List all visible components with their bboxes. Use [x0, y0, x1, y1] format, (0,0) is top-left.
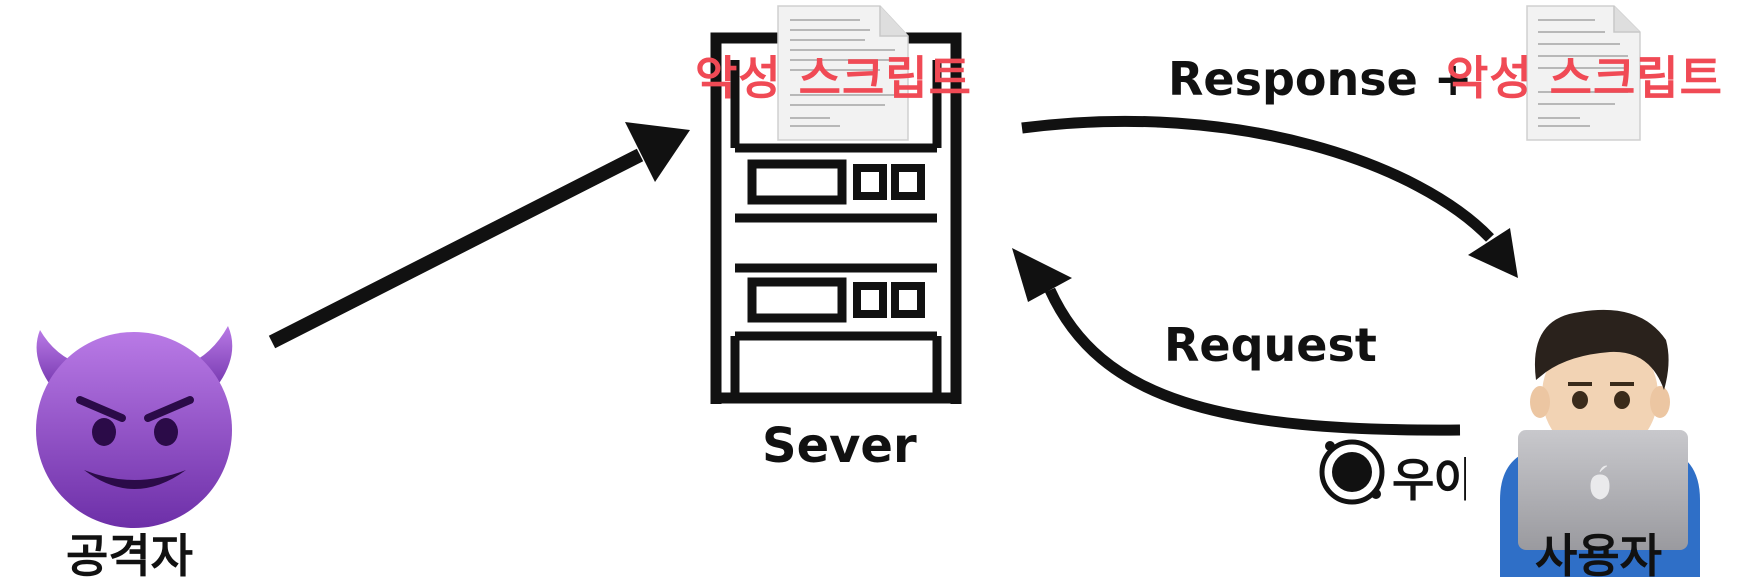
response-payload-label: 악성 스크립트	[1446, 51, 1723, 105]
server-payload-label: 악성 스크립트	[695, 51, 972, 105]
user-label: 사용자	[1535, 529, 1662, 583]
watermark-text: 우아	[1392, 453, 1466, 507]
response-label: Response +	[1168, 52, 1473, 106]
user-laptop-icon	[1500, 309, 1700, 577]
server-rack-icon	[710, 32, 962, 404]
request-arrow	[1012, 248, 1461, 436]
server-label: Sever	[762, 418, 917, 474]
response-arrow	[1021, 115, 1518, 278]
response-document-icon	[1526, 5, 1641, 141]
attack-arrow	[268, 122, 690, 349]
watermark-logo-icon	[1319, 439, 1385, 505]
devil-face-icon	[36, 326, 233, 528]
request-label: Request	[1164, 318, 1377, 372]
attacker-label: 공격자	[66, 529, 193, 583]
server-document-icon	[777, 5, 909, 141]
